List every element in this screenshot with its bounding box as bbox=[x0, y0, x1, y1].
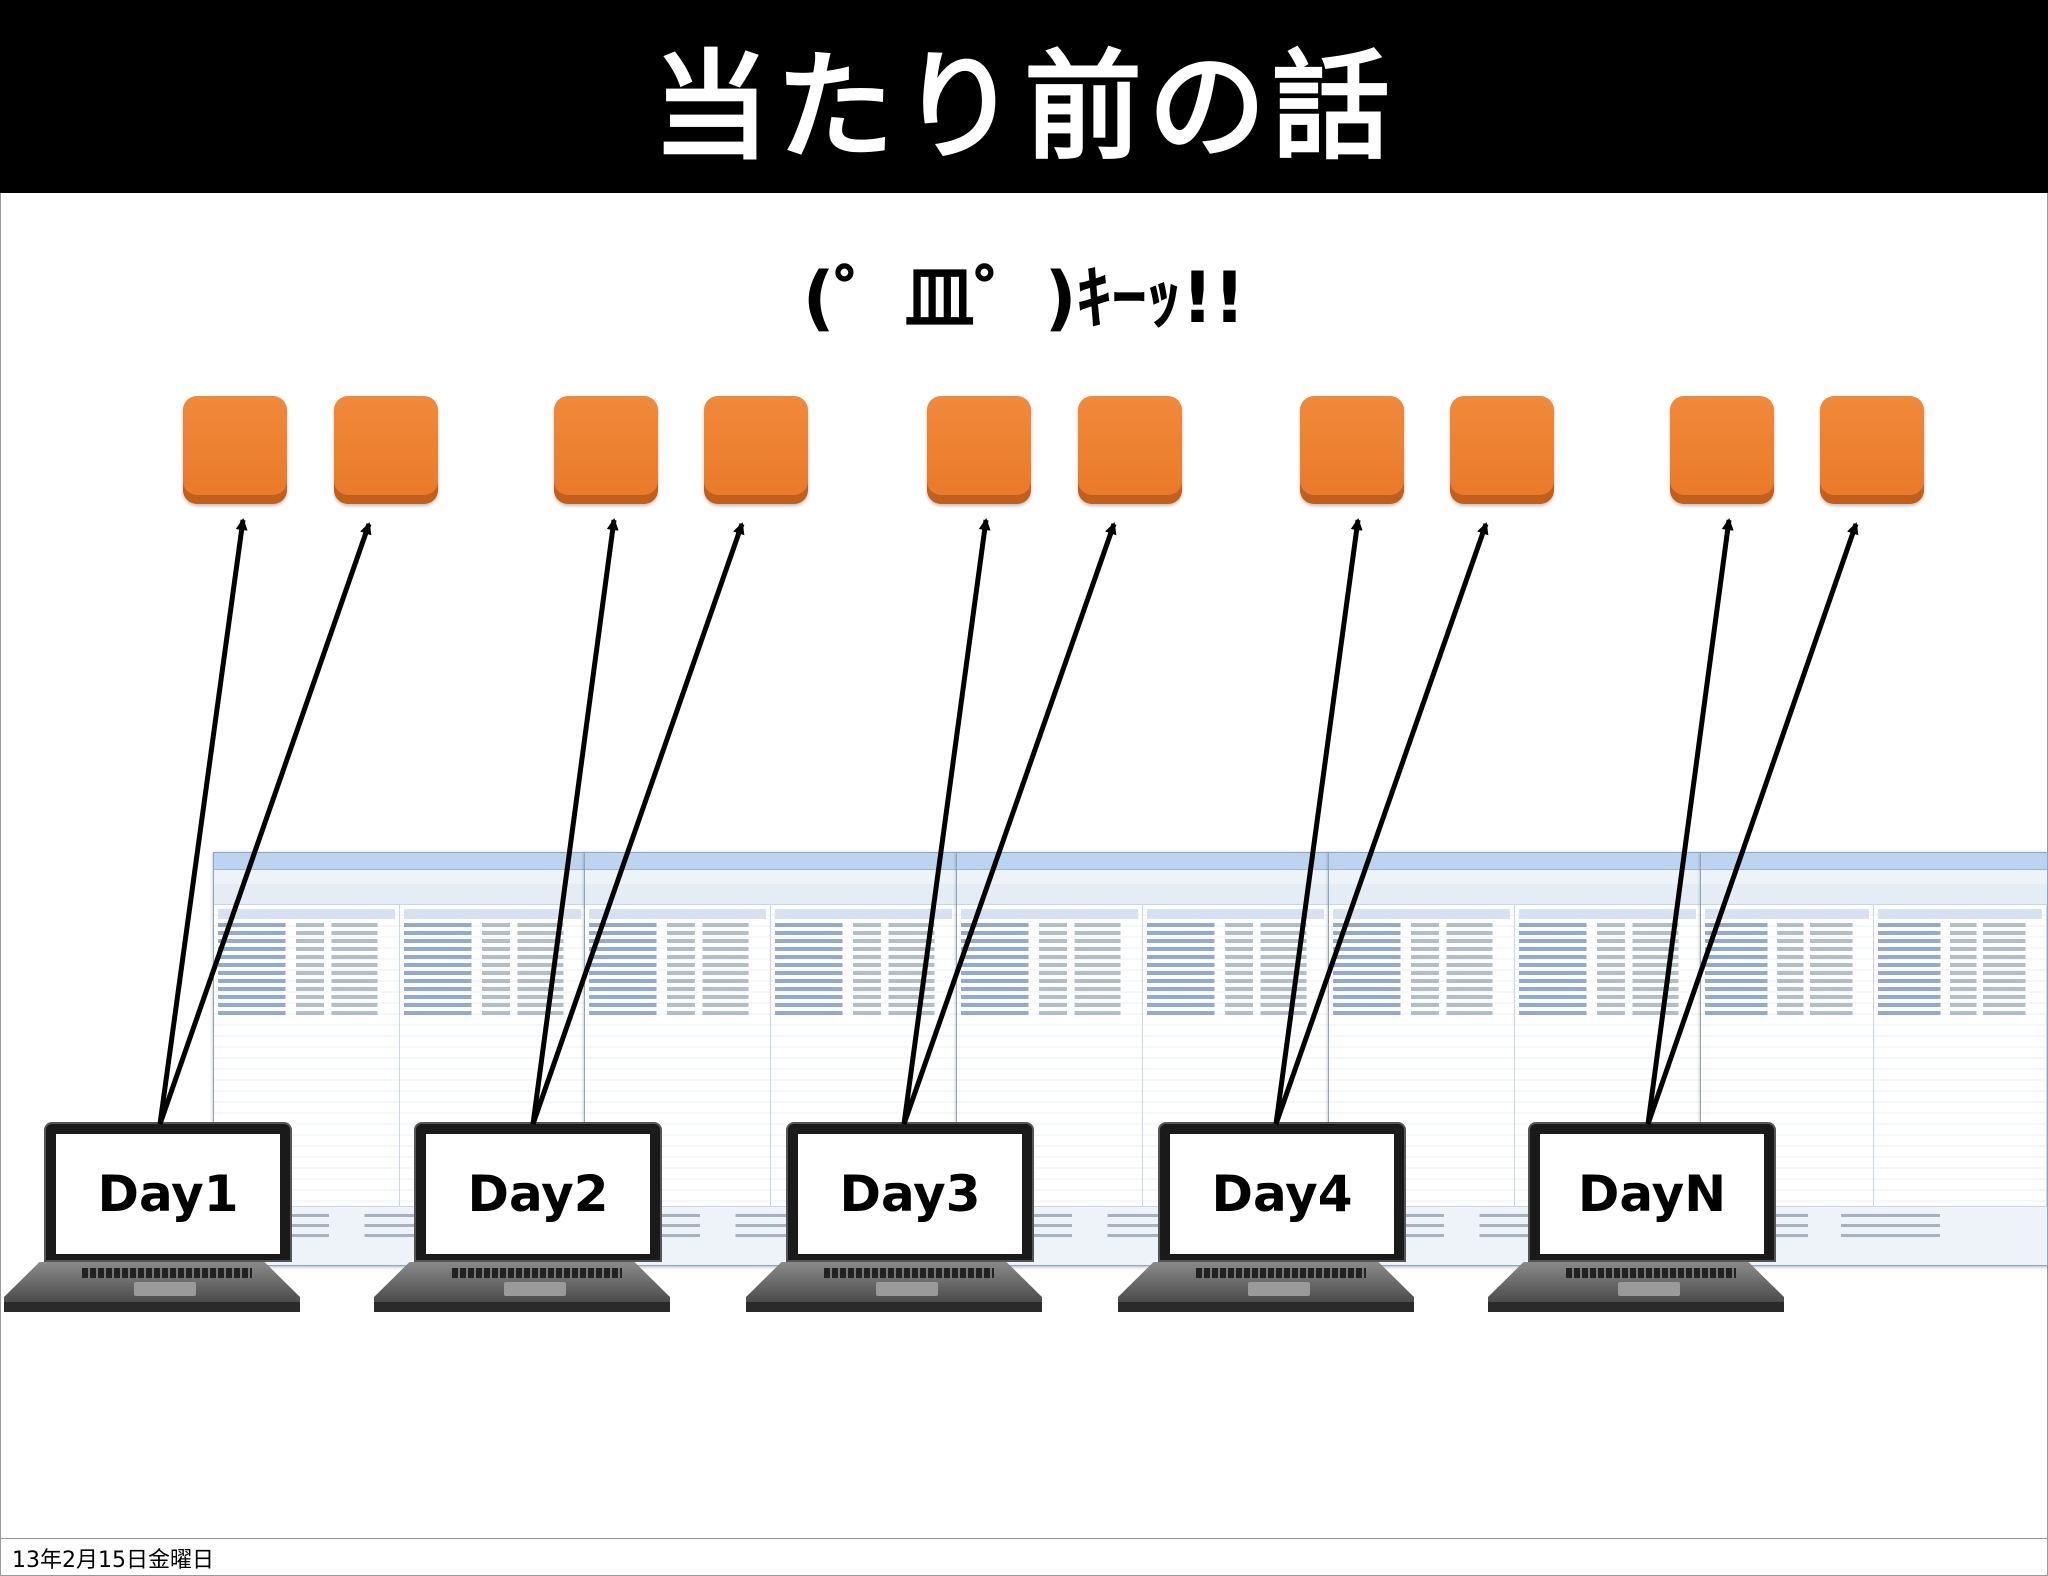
window-toolbar bbox=[585, 884, 957, 905]
laptop-dayn: DayN bbox=[1488, 1122, 1784, 1348]
arrow bbox=[1273, 522, 1489, 1125]
arrow bbox=[901, 522, 1117, 1125]
window-title-bar bbox=[1701, 853, 2047, 870]
slide-title: 当たり前の話 bbox=[0, 0, 2048, 193]
window-title-bar bbox=[214, 853, 586, 870]
arrow bbox=[1645, 522, 1859, 1125]
window-menu-bar bbox=[1329, 870, 1701, 884]
window-menu-bar bbox=[585, 870, 957, 884]
window-menu-bar bbox=[957, 870, 1329, 884]
laptop-label: Day4 bbox=[1170, 1134, 1394, 1254]
server-icon bbox=[1670, 396, 1774, 504]
slide-subtitle: (゜皿゜)ｷｰｯ!! bbox=[802, 257, 1246, 339]
laptop-day2: Day2 bbox=[374, 1122, 670, 1348]
window-toolbar bbox=[1701, 884, 2047, 905]
window-toolbar bbox=[214, 884, 586, 905]
window-title-bar bbox=[585, 853, 957, 870]
server-icon bbox=[1450, 396, 1554, 504]
server-icon bbox=[554, 396, 658, 504]
window-toolbar bbox=[957, 884, 1329, 905]
window-menu-bar bbox=[1701, 870, 2047, 884]
laptop-label: Day2 bbox=[426, 1134, 650, 1254]
window-title-bar bbox=[957, 853, 1329, 870]
server-icon bbox=[927, 396, 1031, 504]
client-window-screenshot bbox=[584, 852, 958, 1266]
arrow bbox=[1645, 518, 1734, 1125]
server-icon bbox=[183, 396, 287, 504]
server-icon bbox=[1078, 396, 1182, 504]
arrow bbox=[157, 518, 248, 1125]
laptop-label: DayN bbox=[1540, 1134, 1764, 1254]
window-title-bar bbox=[1329, 853, 1701, 870]
arrow bbox=[901, 518, 991, 1125]
slide-date: 13年2月15日金曜日 bbox=[12, 1548, 214, 1573]
laptop-label: Day3 bbox=[798, 1134, 1022, 1254]
laptop-day4: Day4 bbox=[1118, 1122, 1414, 1348]
arrow bbox=[1273, 518, 1363, 1125]
laptop-day3: Day3 bbox=[746, 1122, 1042, 1348]
server-icon bbox=[1820, 396, 1924, 504]
window-toolbar bbox=[1329, 884, 1701, 905]
arrow bbox=[157, 522, 372, 1125]
window-menu-bar bbox=[214, 870, 586, 884]
arrow bbox=[530, 518, 619, 1125]
server-icon bbox=[704, 396, 808, 504]
server-icon bbox=[1300, 396, 1404, 504]
laptop-label: Day1 bbox=[56, 1134, 280, 1254]
footer-divider bbox=[0, 1538, 2048, 1539]
arrow bbox=[530, 522, 745, 1125]
laptop-day1: Day1 bbox=[4, 1122, 300, 1348]
server-icon bbox=[334, 396, 438, 504]
